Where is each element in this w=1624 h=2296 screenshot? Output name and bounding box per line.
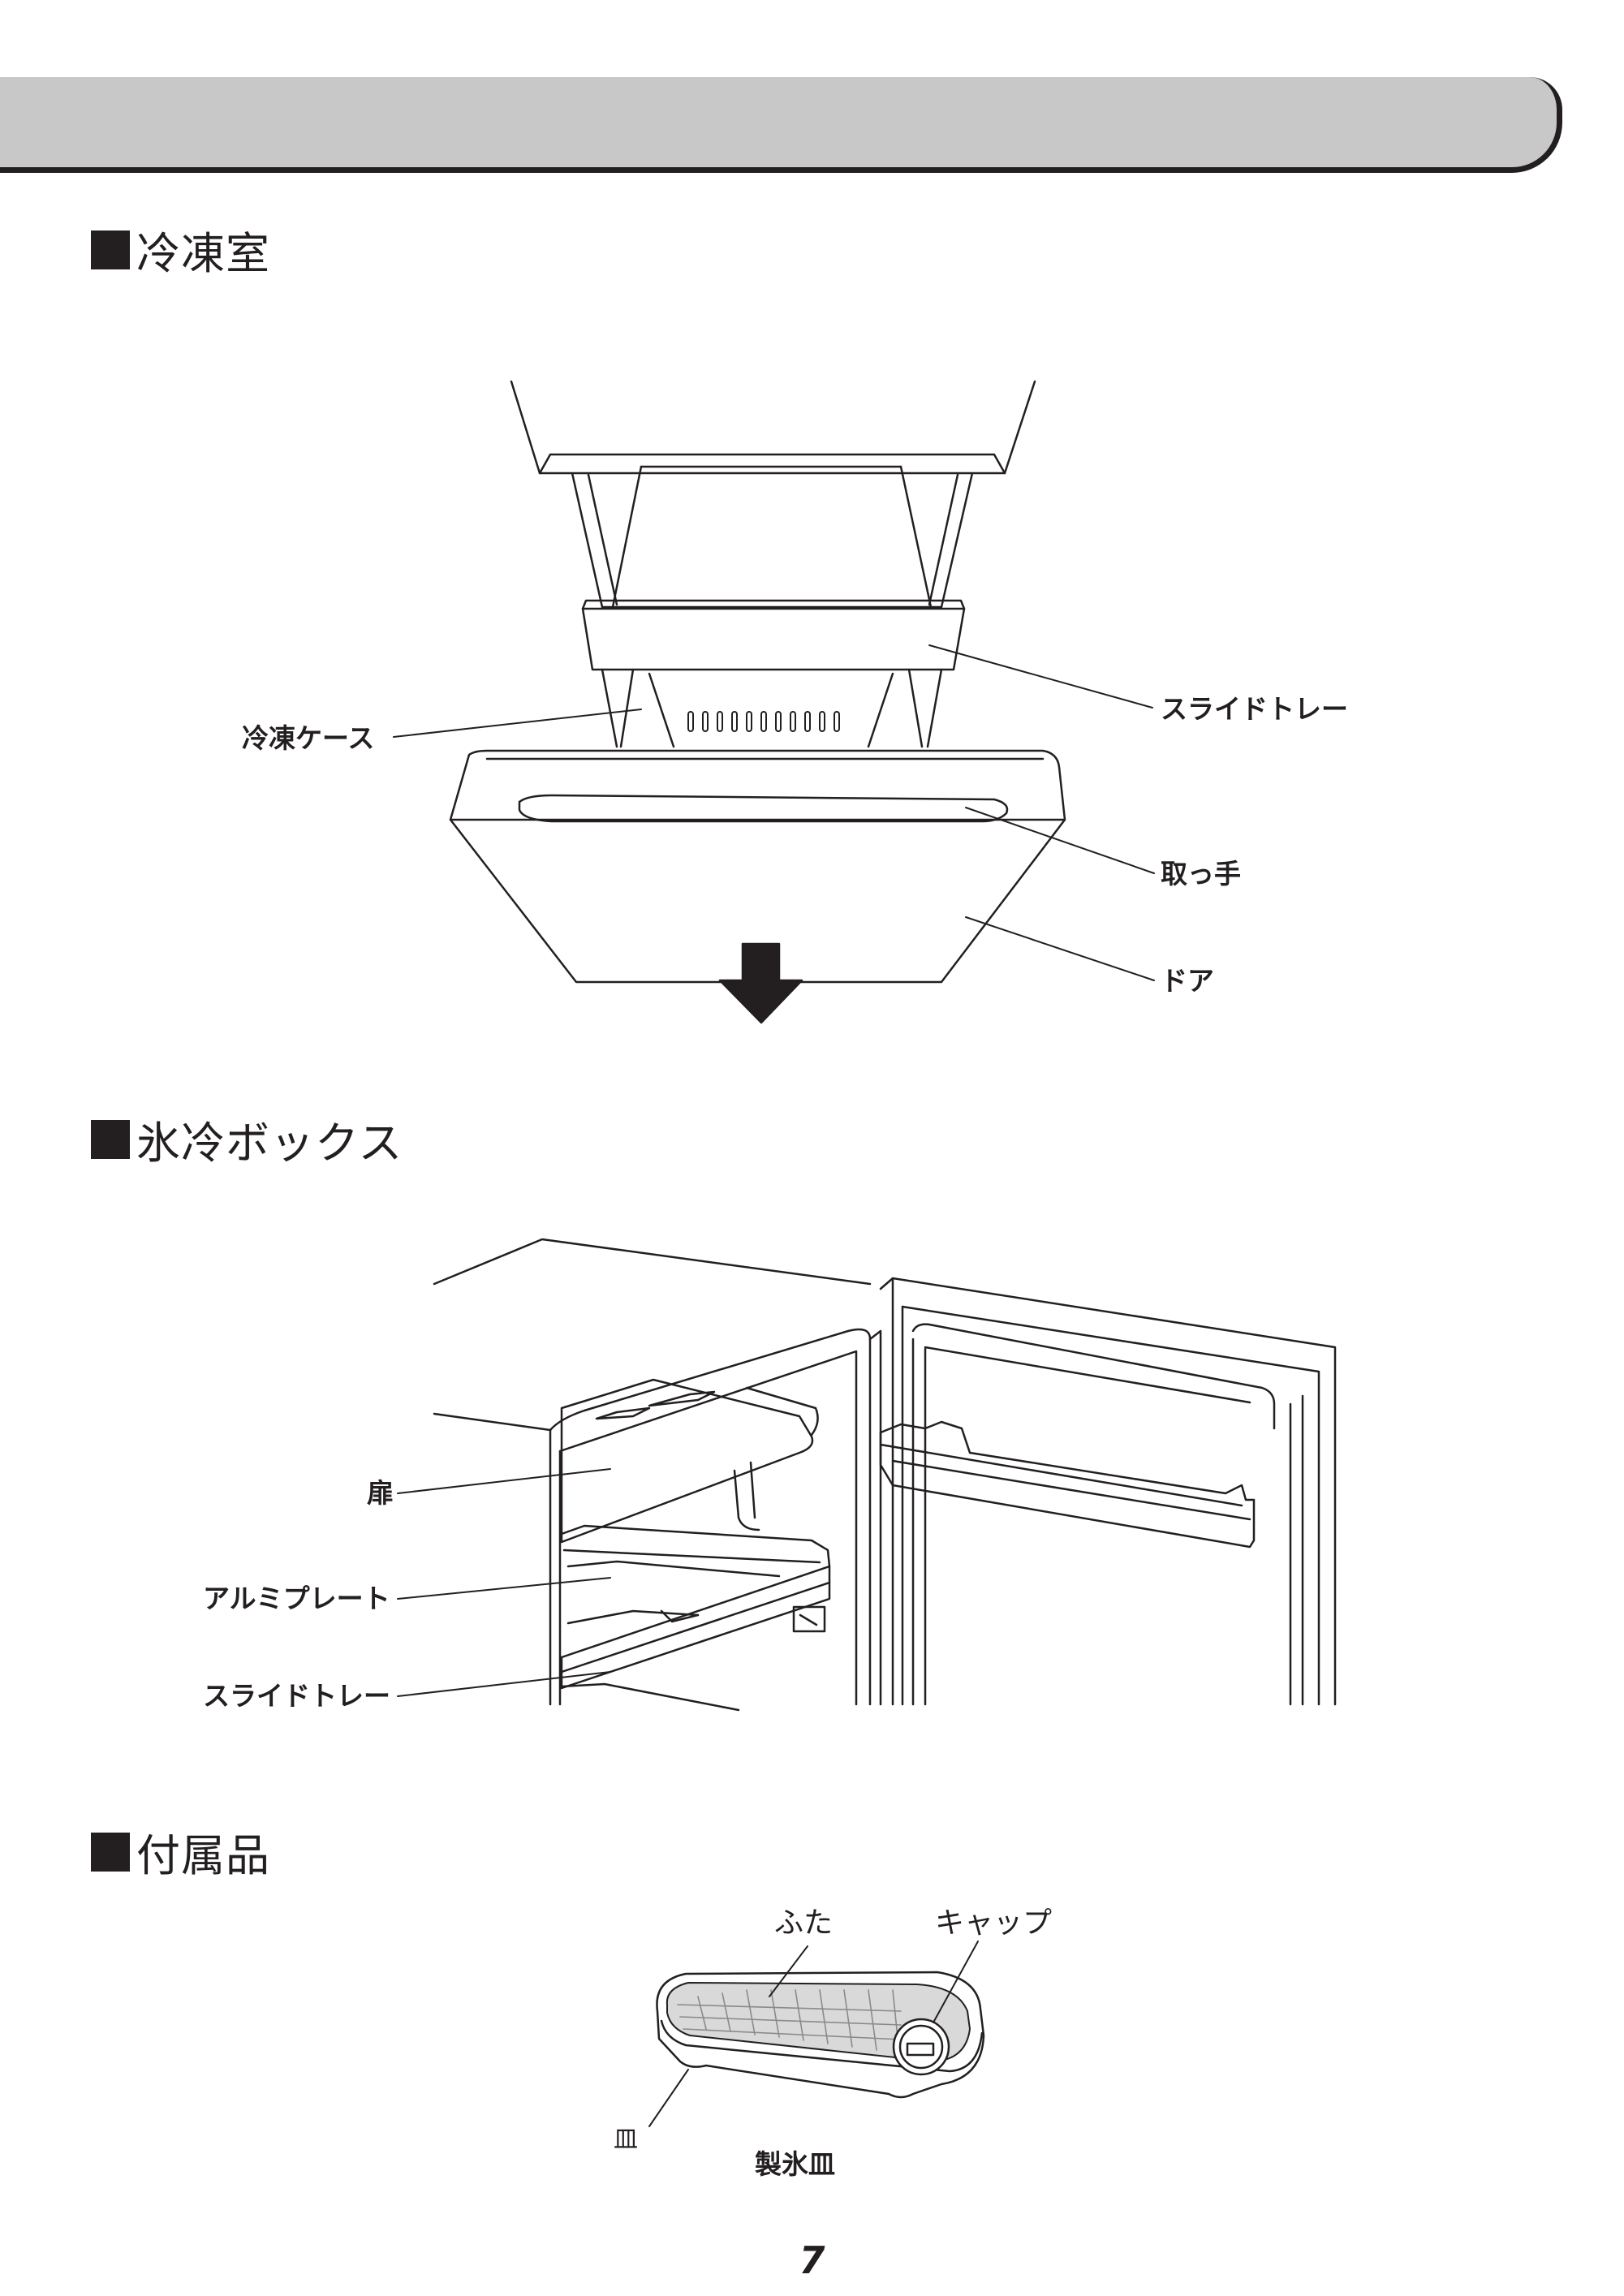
square-bullet-icon — [91, 230, 130, 269]
label-slide-tray: スライドトレー — [1161, 693, 1348, 725]
label-tray: 皿 — [614, 2126, 638, 2154]
section-title-accessories: 付属品 — [91, 1820, 270, 1884]
section-title-text: 冷凍室 — [136, 228, 270, 279]
ice-tray-outline — [656, 1971, 985, 2099]
ice-box-illustration — [397, 1238, 1337, 1712]
freezer-illustration — [393, 380, 1155, 1024]
square-bullet-icon — [91, 1119, 130, 1159]
cap-shape — [892, 2018, 950, 2076]
section-title-ice-box: 氷冷ボックス — [91, 1107, 403, 1171]
handle-shape — [518, 794, 1009, 823]
ice-tray-illustration — [648, 1941, 985, 2127]
section-title-text: 付属品 — [136, 1830, 270, 1881]
freezer-door-shape — [449, 749, 1066, 984]
slide-tray-shape — [581, 607, 966, 671]
square-bullet-icon — [91, 1832, 130, 1872]
vent-slots — [687, 711, 840, 732]
label-slide-tray-2: スライドトレー — [203, 1680, 390, 1712]
label-freezer-case: 冷凍ケース — [242, 722, 375, 754]
label-aluminum-plate: アルミプレート — [203, 1583, 390, 1614]
header-bar — [0, 77, 1562, 173]
label-handle: 取っ手 — [1161, 858, 1241, 890]
ice-cell-grid — [677, 1989, 902, 2054]
label-ice-tray: 製氷皿 — [755, 2148, 835, 2180]
section-title-text: 氷冷ボックス — [136, 1118, 403, 1169]
label-door-flap: 扉 — [367, 1477, 394, 1509]
label-door: ドア — [1161, 965, 1214, 997]
pull-direction-arrow-icon — [718, 942, 803, 1024]
door-pocket-shape — [879, 1420, 1256, 1549]
label-cap: キャップ — [935, 1906, 1053, 1940]
page-number: 7 — [799, 2238, 825, 2282]
label-lid: ふた — [774, 1906, 834, 1940]
section-title-freezer: 冷凍室 — [91, 218, 270, 282]
door-flap-shape — [560, 1378, 814, 1544]
